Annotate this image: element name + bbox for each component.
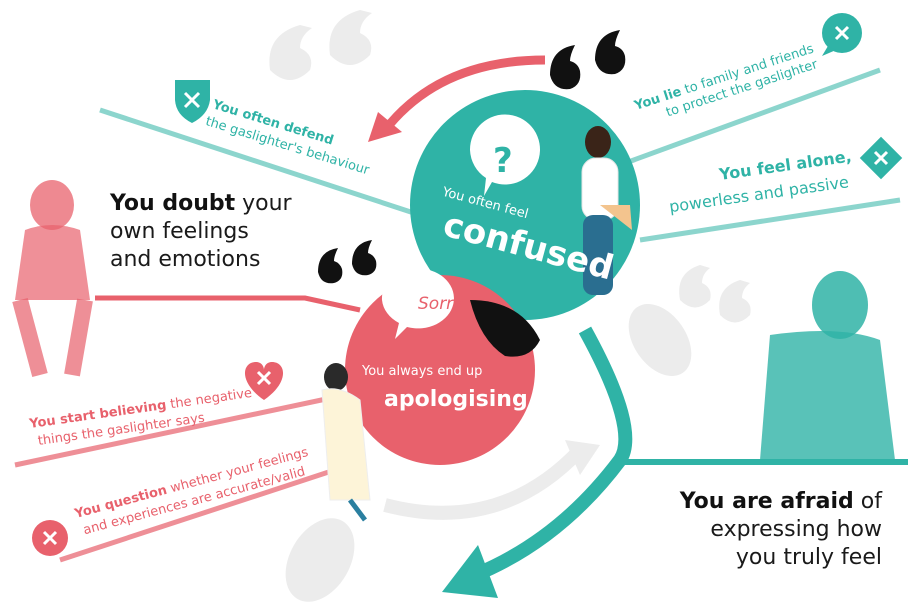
coral-arrow-curve	[381, 55, 546, 133]
circle-x-icon	[32, 520, 68, 556]
coral-arrow-head	[368, 112, 402, 142]
sorry-text: Sorry	[418, 294, 464, 314]
doubt-line1-rest: your	[235, 191, 292, 216]
apologise-big-text: apologising	[384, 387, 528, 412]
afraid-statement: You are afraid of expressing how you tru…	[680, 488, 882, 572]
person-photo-left	[12, 180, 93, 378]
confused-circle	[410, 90, 640, 320]
afraid-bold-text: You are afraid	[679, 489, 854, 514]
line-doubt	[95, 295, 361, 313]
person-figure-woman	[321, 363, 371, 522]
background-decor	[269, 10, 751, 602]
quote-marks-icon	[318, 30, 626, 284]
shield-x-icon	[175, 80, 210, 123]
doubt-line3: and emotions	[110, 247, 261, 272]
line-believe	[14, 392, 346, 468]
doubt-line2: own feelings	[110, 219, 249, 244]
question-mark: ?	[493, 141, 513, 181]
circle-overlap	[470, 300, 540, 357]
afraid-line1-rest: of	[853, 489, 882, 514]
doubt-statement: You doubt your own feelings and emotions	[110, 190, 292, 274]
line-lie	[619, 67, 881, 168]
teal-arrow-curve	[472, 326, 633, 582]
afraid-line2: expressing how	[710, 517, 882, 542]
question-bubble	[469, 114, 540, 196]
speech-bubble-x-icon	[822, 13, 862, 56]
apologise-small-text: You always end up	[361, 364, 482, 379]
diamond-x-icon	[859, 136, 903, 180]
line-defend	[99, 107, 421, 218]
sorry-bubble	[381, 268, 454, 339]
afraid-line3: you truly feel	[735, 545, 882, 570]
teal-arrow-head	[442, 545, 498, 598]
believe-rest1-text: the negative	[165, 386, 253, 413]
grey-arrow-head	[565, 440, 600, 475]
grey-arrow-curve	[383, 445, 586, 520]
line-alone	[639, 197, 901, 243]
heart-x-icon	[244, 362, 284, 400]
doubt-bold-text: You doubt	[110, 191, 236, 216]
line-question	[59, 462, 351, 563]
person-figure-man	[581, 126, 632, 295]
person-photo-right	[760, 271, 895, 460]
